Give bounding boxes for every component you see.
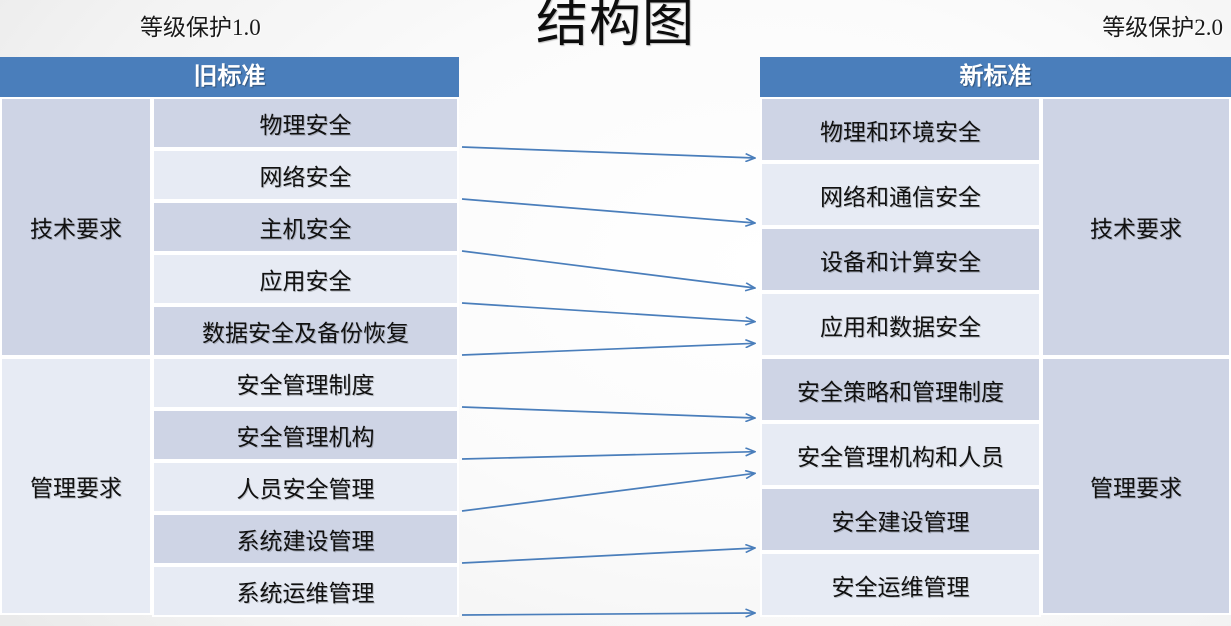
mapping-arrow bbox=[461, 198, 755, 223]
new-standard-body: 物理和环境安全 网络和通信安全 设备和计算安全 应用和数据安全 安全策略和管理制… bbox=[760, 97, 1231, 617]
mapping-arrow bbox=[461, 406, 755, 418]
old-category-technical: 技术要求 bbox=[0, 97, 152, 357]
old-item-3: 应用安全 bbox=[152, 253, 459, 305]
old-item-2: 主机安全 bbox=[152, 201, 459, 253]
new-item-6: 安全建设管理 bbox=[760, 487, 1041, 552]
page-title: 结构图 bbox=[535, 0, 695, 53]
old-item-4: 数据安全及备份恢复 bbox=[152, 305, 459, 357]
old-standard-body: 技术要求 管理要求 物理安全 网络安全 主机安全 应用安全 数据安全及备份恢复 … bbox=[0, 97, 459, 617]
mapping-arrow bbox=[461, 452, 755, 460]
old-item-5: 安全管理制度 bbox=[152, 357, 459, 409]
mapping-arrow bbox=[461, 343, 755, 356]
old-item-1: 网络安全 bbox=[152, 149, 459, 201]
new-standard-table: 新标准 物理和环境安全 网络和通信安全 设备和计算安全 应用和数据安全 安全策略… bbox=[760, 57, 1231, 617]
old-standard-header: 旧标准 bbox=[0, 57, 459, 97]
new-item-2: 设备和计算安全 bbox=[760, 227, 1041, 292]
new-standard-category-column: 技术要求 管理要求 bbox=[1041, 97, 1231, 617]
new-category-technical: 技术要求 bbox=[1041, 97, 1231, 357]
old-item-9: 系统运维管理 bbox=[152, 565, 459, 617]
new-standard-item-column: 物理和环境安全 网络和通信安全 设备和计算安全 应用和数据安全 安全策略和管理制… bbox=[760, 97, 1041, 617]
old-category-management: 管理要求 bbox=[0, 357, 152, 615]
mapping-arrow bbox=[461, 473, 755, 512]
old-standard-table: 旧标准 技术要求 管理要求 物理安全 网络安全 主机安全 应用安全 数据安全及备… bbox=[0, 57, 459, 617]
mapping-arrows bbox=[461, 146, 755, 615]
mapping-arrow bbox=[461, 548, 755, 564]
right-standard-label: 等级保护2.0 bbox=[1102, 15, 1223, 40]
old-item-8: 系统建设管理 bbox=[152, 513, 459, 565]
old-standard-category-column: 技术要求 管理要求 bbox=[0, 97, 152, 617]
old-item-6: 安全管理机构 bbox=[152, 409, 459, 461]
new-category-management: 管理要求 bbox=[1041, 357, 1231, 615]
old-item-7: 人员安全管理 bbox=[152, 461, 459, 513]
old-item-0: 物理安全 bbox=[152, 97, 459, 149]
new-item-5: 安全管理机构和人员 bbox=[760, 422, 1041, 487]
new-item-1: 网络和通信安全 bbox=[760, 162, 1041, 227]
mapping-arrow bbox=[461, 302, 755, 322]
new-item-4: 安全策略和管理制度 bbox=[760, 357, 1041, 422]
mapping-arrow bbox=[461, 613, 755, 615]
new-item-7: 安全运维管理 bbox=[760, 552, 1041, 617]
old-standard-item-column: 物理安全 网络安全 主机安全 应用安全 数据安全及备份恢复 安全管理制度 安全管… bbox=[152, 97, 459, 617]
left-standard-label: 等级保护1.0 bbox=[140, 15, 261, 40]
mapping-arrow bbox=[461, 146, 755, 158]
mapping-arrow bbox=[461, 250, 755, 288]
new-item-3: 应用和数据安全 bbox=[760, 292, 1041, 357]
new-standard-header: 新标准 bbox=[760, 57, 1231, 97]
new-item-0: 物理和环境安全 bbox=[760, 97, 1041, 162]
